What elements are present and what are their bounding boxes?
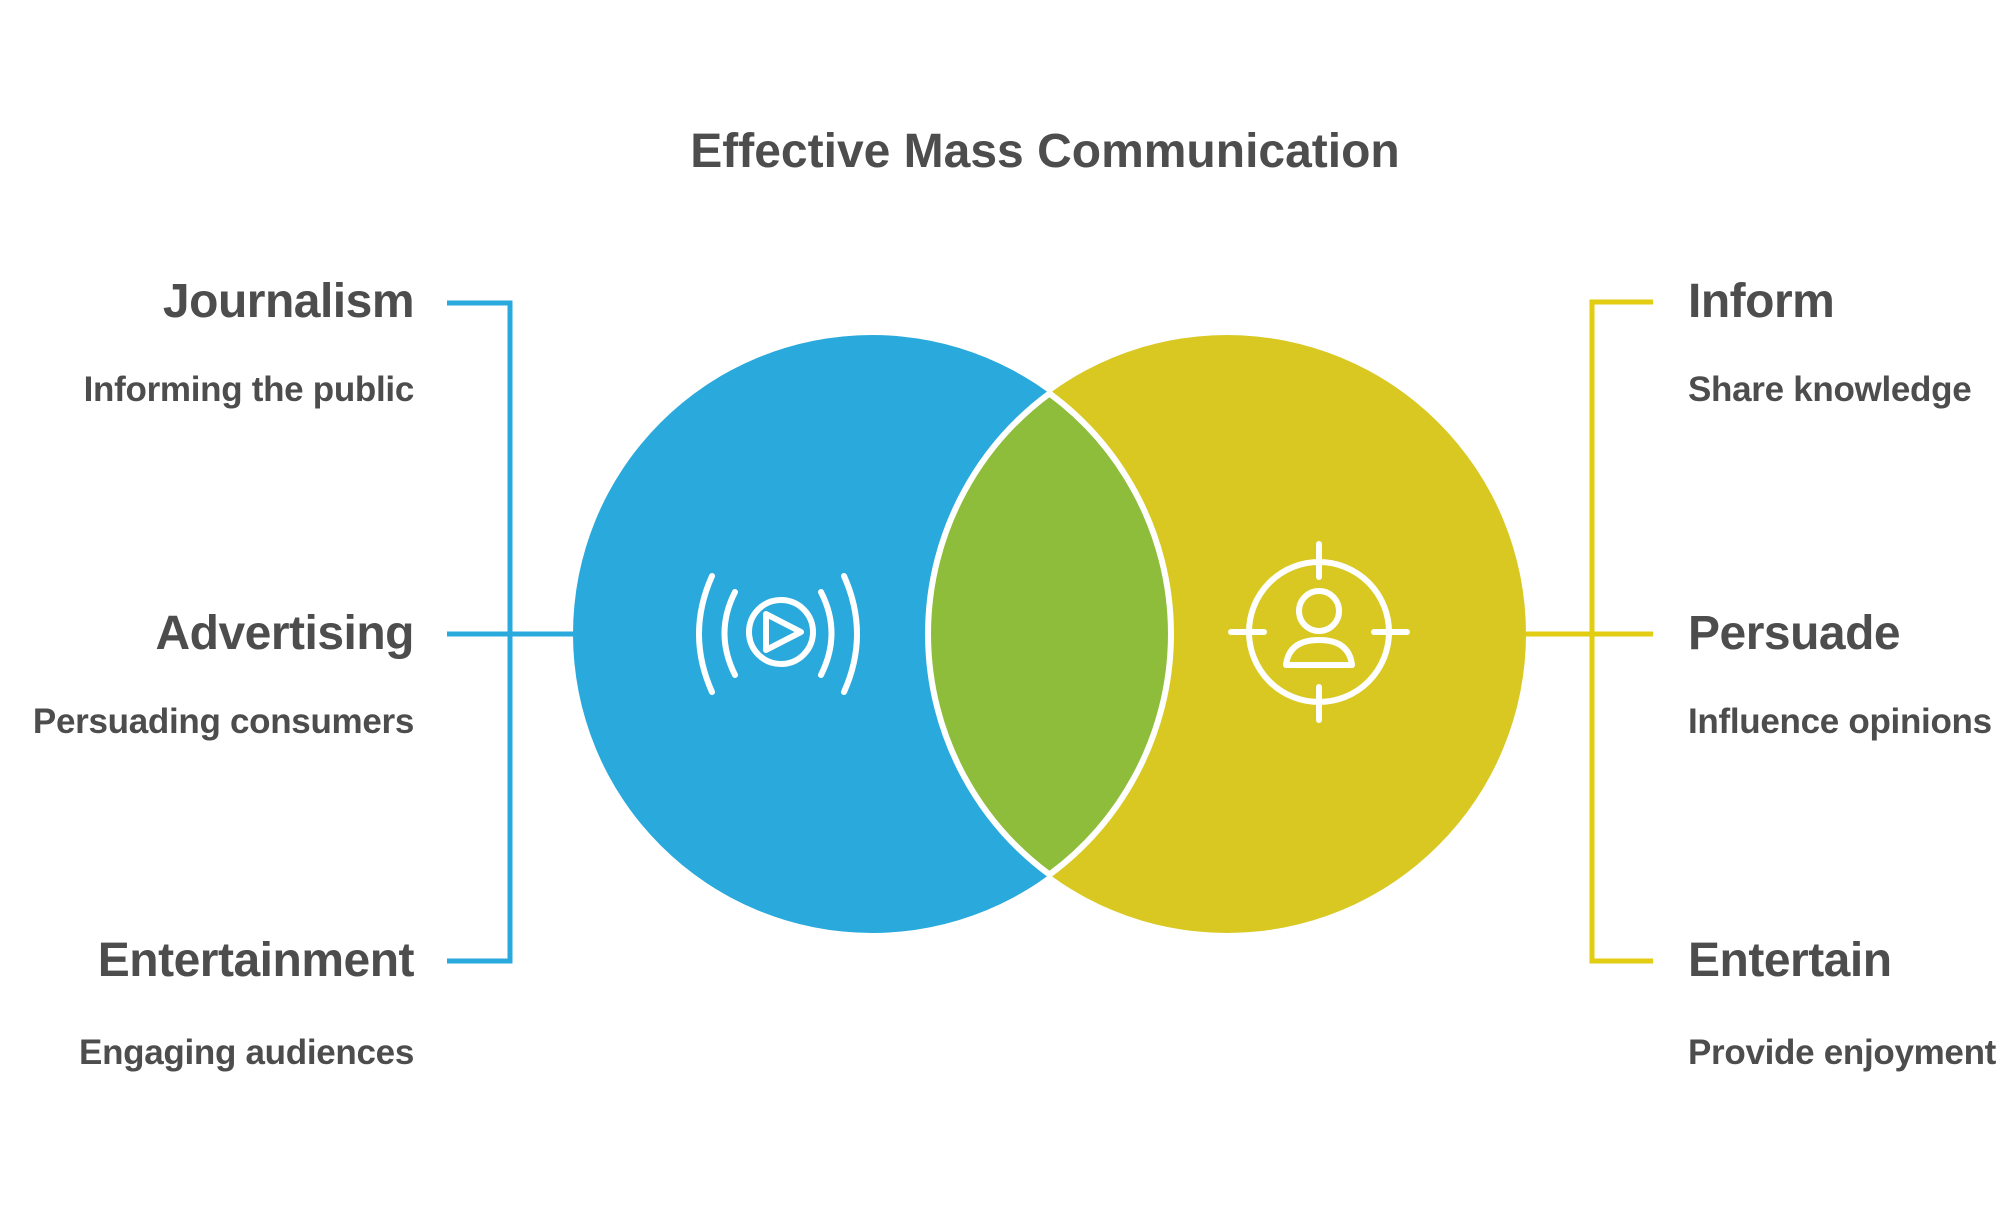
page-title: Effective Mass Communication: [690, 125, 1400, 178]
person-head-icon: [1296, 588, 1342, 634]
play-triangle-icon: [763, 611, 804, 653]
sound-wave-outer-right-icon: [841, 573, 860, 695]
overlap-lens: [925, 389, 1174, 879]
sound-wave-inner-right-icon: [818, 589, 835, 678]
sound-wave-outer-left-icon: [696, 573, 715, 695]
label-entertainment: Entertainment: [97, 934, 415, 987]
right-connector-lines: [1526, 299, 1653, 964]
sublabel-persuade: Influence opinions: [1688, 702, 1992, 741]
person-shoulders-icon: [1283, 637, 1355, 668]
audience-target-icon: [1228, 541, 1410, 723]
label-advertising: Advertising: [155, 607, 414, 660]
sublabel-inform: Share knowledge: [1688, 370, 1972, 409]
left-connector-lines: [447, 300, 573, 964]
sublabel-entertainment: Engaging audiences: [79, 1033, 414, 1072]
label-journalism: Journalism: [162, 275, 415, 328]
sublabel-entertain: Provide enjoyment: [1688, 1033, 1997, 1072]
sublabel-advertising: Persuading consumers: [32, 702, 414, 741]
label-entertain: Entertain: [1688, 934, 1892, 987]
broadcast-play-icon: [696, 573, 860, 695]
sound-wave-inner-left-icon: [721, 589, 738, 678]
sublabel-journalism: Informing the public: [83, 370, 415, 409]
label-inform: Inform: [1688, 275, 1835, 328]
label-persuade: Persuade: [1688, 607, 1901, 660]
play-circle-icon: [746, 597, 816, 667]
